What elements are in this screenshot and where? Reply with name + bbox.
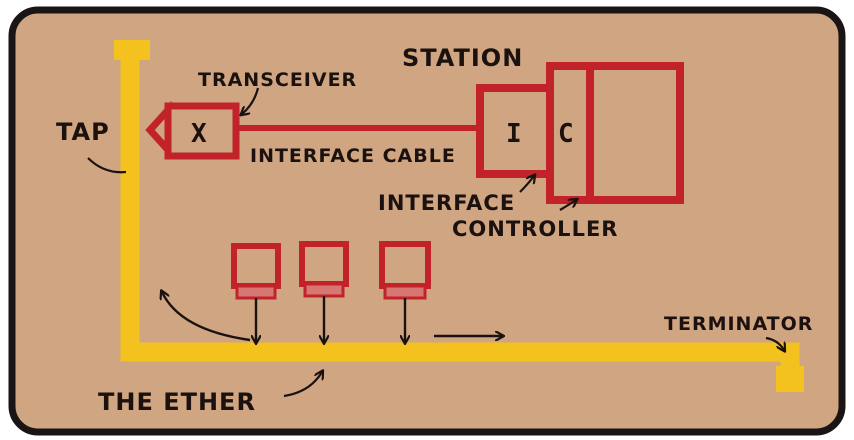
transceiver-label: TRANSCEIVER	[198, 69, 357, 91]
interface-label: INTERFACE	[378, 191, 515, 215]
ether-label: THE ETHER	[98, 388, 256, 416]
controller-label: CONTROLLER	[452, 217, 618, 241]
station-label: STATION	[402, 44, 523, 72]
controller-box-letter: C	[558, 119, 574, 149]
interface-cable-label: INTERFACE CABLE	[250, 145, 456, 167]
ether-top-end	[114, 40, 150, 60]
tap-label: TAP	[56, 118, 110, 146]
interface-box-letter: I	[506, 119, 522, 149]
transceiver-box-letter: X	[191, 119, 207, 149]
terminator-label: TERMINATOR	[664, 313, 813, 335]
terminator-end	[776, 366, 804, 392]
